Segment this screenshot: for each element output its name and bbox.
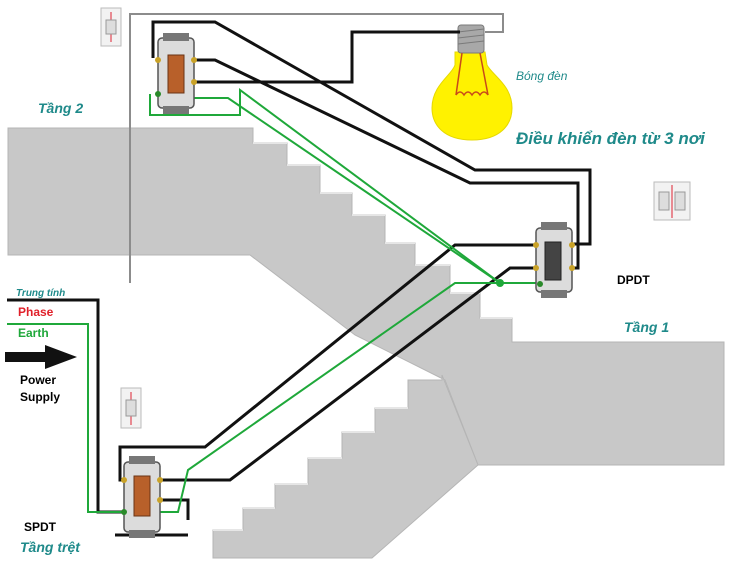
supply-label: Supply bbox=[20, 390, 60, 404]
switch-plate-icon bbox=[653, 181, 691, 221]
diagram-title: Điều khiển đèn từ 3 nơi bbox=[516, 129, 706, 148]
earth-label: Earth bbox=[18, 326, 49, 340]
phase-label: Phase bbox=[18, 305, 54, 319]
neutral-label: Trung tính bbox=[16, 288, 65, 299]
switch-plate-icon bbox=[100, 7, 122, 47]
bulb-label: Bóng đèn bbox=[516, 69, 568, 83]
light-bulb-icon bbox=[431, 24, 513, 141]
floor1-label: Tầng 1 bbox=[624, 319, 669, 335]
black-wires bbox=[7, 20, 592, 537]
power-label: Power bbox=[20, 373, 56, 387]
gray-wire bbox=[129, 13, 504, 283]
switch-plate-icon bbox=[120, 387, 142, 429]
spdt-label: SPDT bbox=[24, 520, 57, 534]
arrow-right-icon bbox=[5, 345, 77, 369]
wall-switch-icon bbox=[533, 222, 575, 298]
ground-floor-label: Tầng trệt bbox=[20, 539, 81, 555]
floor2-label: Tầng 2 bbox=[38, 100, 83, 116]
dpdt-label: DPDT bbox=[617, 273, 650, 287]
wall-switch-icon bbox=[155, 33, 197, 114]
wall-switch-icon bbox=[121, 456, 163, 538]
